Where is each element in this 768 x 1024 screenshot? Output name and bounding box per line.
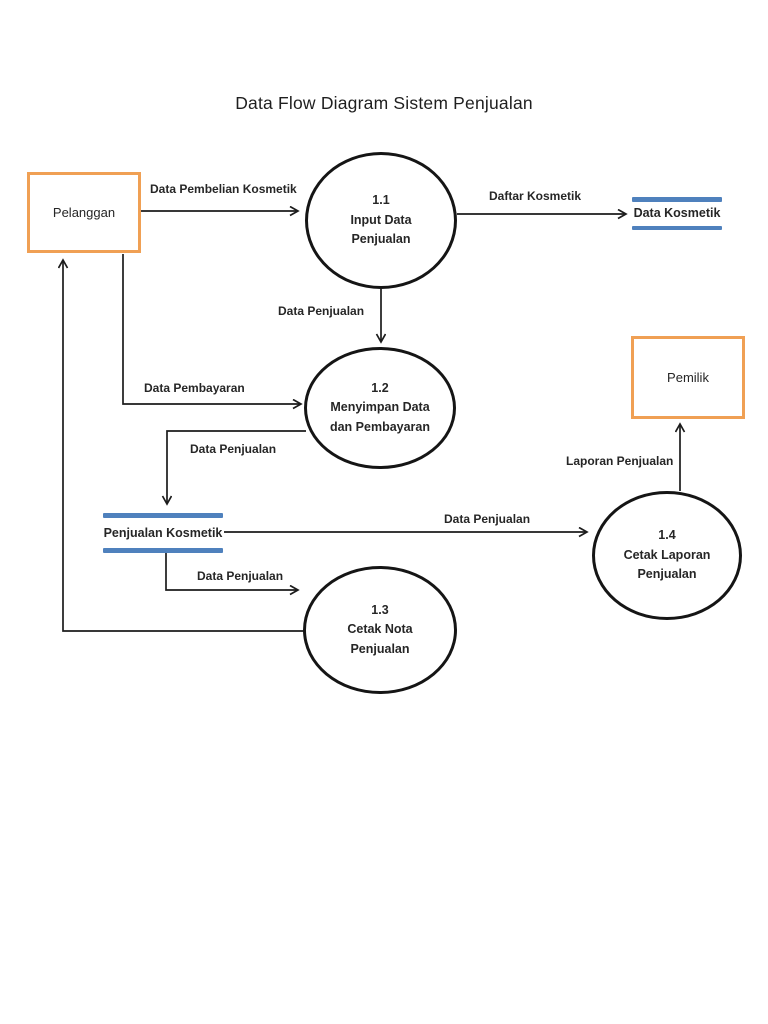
process-1-3-code: 1.3 <box>371 602 389 617</box>
datastore-data-kosmetik-label: Data Kosmetik <box>633 206 721 221</box>
entity-pelanggan-label: Pelanggan <box>52 205 116 220</box>
datastore-bar-top <box>632 197 722 202</box>
flow-line-process-1-2-to-penjualan-kosmetik <box>167 430 306 504</box>
process-1-1: 1.1 Input Data Penjualan <box>305 152 457 289</box>
datastore-penjualan-kosmetik-label: Penjualan Kosmetik <box>103 525 223 540</box>
flow-label-data-penjualan-4: Data Penjualan <box>197 569 284 583</box>
flow-line-process-1-3-to-pelanggan <box>63 260 304 632</box>
flow-label-data-penjualan-1: Data Penjualan <box>278 304 365 318</box>
datastore-bar-top <box>103 513 223 518</box>
process-1-2-name: Menyimpan Data dan Pembayaran <box>329 400 431 434</box>
process-1-1-name: Input Data Penjualan <box>350 212 412 247</box>
process-1-4-name: Cetak Laporan Penjualan <box>623 547 711 582</box>
process-1-2-code: 1.2 <box>371 380 389 395</box>
entity-pelanggan: Pelanggan <box>27 172 141 253</box>
process-1-1-code: 1.1 <box>372 193 390 208</box>
flow-label-data-penjualan-2: Data Penjualan <box>190 442 277 456</box>
datastore-penjualan-kosmetik: Penjualan Kosmetik <box>103 513 223 553</box>
flow-label-data-pembayaran: Data Pembayaran <box>144 381 245 395</box>
datastore-bar-bottom <box>632 225 722 230</box>
flow-label-daftar-kosmetik: Daftar Kosmetik <box>489 189 582 203</box>
process-1-4-code: 1.4 <box>658 528 676 543</box>
flow-line-penjualan-kosmetik-to-process-1-3 <box>165 553 298 590</box>
flow-label-laporan-penjualan: Laporan Penjualan <box>566 454 674 468</box>
datastore-data-kosmetik: Data Kosmetik <box>632 197 722 230</box>
flow-line-pelanggan-to-process-1-2 <box>122 254 301 404</box>
process-1-4: 1.4 Cetak Laporan Penjualan <box>592 491 742 620</box>
entity-pemilik-label: Pemilik <box>667 370 709 385</box>
diagram-title: Data Flow Diagram Sistem Penjualan <box>235 93 533 113</box>
entity-pemilik: Pemilik <box>631 336 745 419</box>
process-1-3-name: Cetak Nota Penjualan <box>347 622 413 656</box>
flow-label-data-pembelian-kosmetik: Data Pembelian Kosmetik <box>150 182 297 196</box>
process-1-3: 1.3 Cetak Nota Penjualan <box>303 566 457 694</box>
datastore-bar-bottom <box>103 548 223 553</box>
process-1-2: 1.2 Menyimpan Data dan Pembayaran <box>304 347 456 469</box>
flow-label-data-penjualan-3: Data Penjualan <box>444 512 531 526</box>
